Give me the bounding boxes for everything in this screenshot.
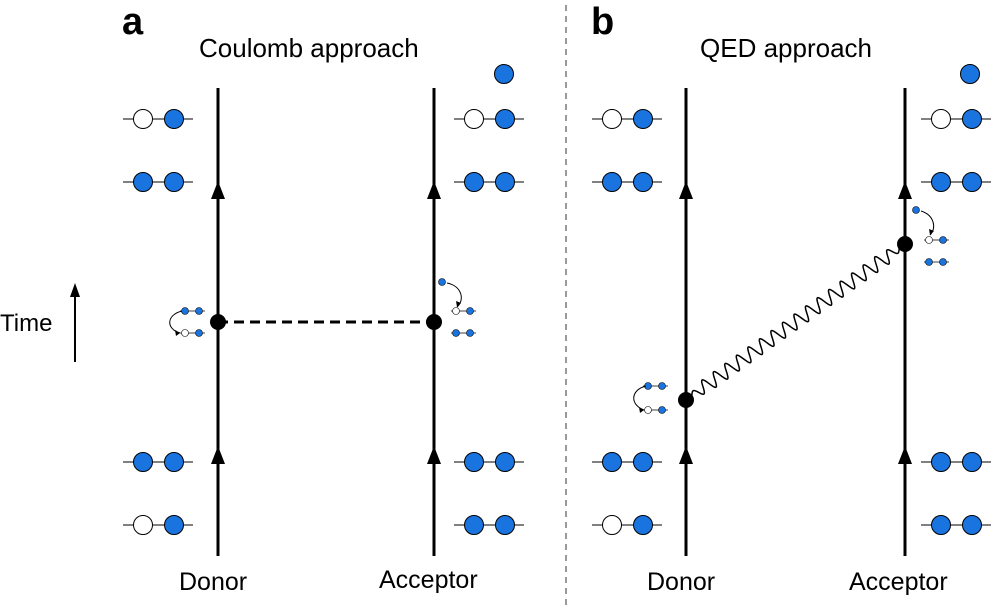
panel-b-donor-label: Donor xyxy=(647,568,716,596)
acceptor-excitation-icon xyxy=(438,278,477,337)
donor-initial-state xyxy=(122,515,194,535)
panel-b-acceptor-label: Acceptor xyxy=(849,568,948,596)
panel-a-acceptor-label: Acceptor xyxy=(379,566,478,594)
acceptor-initial-state xyxy=(453,515,525,535)
donor-final-state-lower xyxy=(591,172,663,192)
panel-b-diagram xyxy=(591,64,992,556)
acceptor-final-state xyxy=(920,109,992,129)
donor-arrowhead-upper xyxy=(679,181,693,199)
donor-vertex xyxy=(210,314,226,330)
donor-vertex xyxy=(678,392,694,408)
acceptor-excited-electron xyxy=(494,64,514,84)
donor-final-state xyxy=(122,109,194,129)
acceptor-excitation-icon xyxy=(912,206,950,266)
acceptor-initial-state xyxy=(920,515,992,535)
acceptor-arrowhead-lower xyxy=(427,446,441,464)
donor-deexcitation-icon xyxy=(633,382,669,414)
acceptor-final-state-lower xyxy=(453,172,525,192)
panel-b-letter: b xyxy=(591,1,615,43)
acceptor-arrowhead-lower xyxy=(898,446,912,464)
time-arrow xyxy=(70,283,80,362)
panel-a-title: Coulomb approach xyxy=(199,33,419,63)
acceptor-initial-state-upper xyxy=(920,452,992,472)
donor-arrowhead-upper xyxy=(211,181,225,199)
panel-a-diagram xyxy=(122,64,525,556)
acceptor-final-state-lower xyxy=(920,172,992,192)
acceptor-arrowhead-upper xyxy=(427,181,441,199)
panel-b-title: QED approach xyxy=(700,33,872,63)
donor-initial-state-upper xyxy=(122,452,194,472)
donor-final-state xyxy=(591,109,663,129)
donor-arrowhead-lower xyxy=(679,446,693,464)
acceptor-final-state xyxy=(453,109,525,129)
acceptor-excited-electron xyxy=(960,64,980,84)
donor-initial-state xyxy=(591,515,663,535)
acceptor-initial-state-upper xyxy=(453,452,525,472)
donor-final-state-lower xyxy=(122,172,194,192)
acceptor-vertex xyxy=(426,314,442,330)
donor-deexcitation-icon xyxy=(169,307,206,337)
time-label: Time xyxy=(0,310,53,337)
donor-initial-state-upper xyxy=(591,452,663,472)
panel-a-donor-label: Donor xyxy=(179,568,248,596)
acceptor-arrowhead-upper xyxy=(898,181,912,199)
acceptor-vertex xyxy=(897,236,913,252)
donor-arrowhead-lower xyxy=(211,446,225,464)
panel-a-letter: a xyxy=(122,1,144,43)
virtual-photon-wavy-line xyxy=(685,243,906,401)
